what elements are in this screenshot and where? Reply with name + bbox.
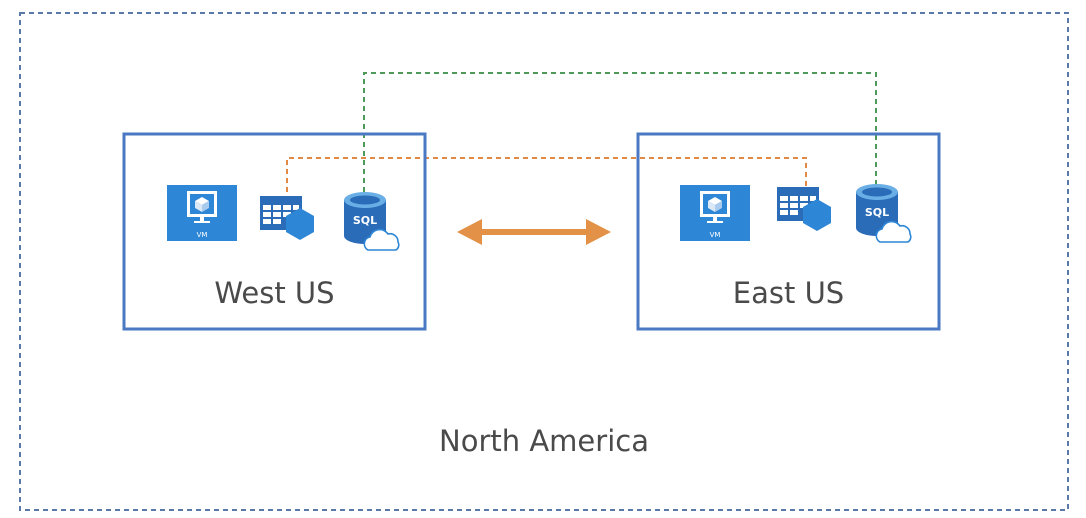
east-us-label: East US bbox=[732, 276, 845, 310]
north-america-label: North America bbox=[439, 424, 649, 458]
east-us-sql-database-icon: SQL bbox=[855, 183, 912, 243]
east-us-vm-caption: VM bbox=[710, 231, 721, 239]
west-us-table-storage-icon bbox=[260, 196, 314, 240]
east-us-table-storage-icon bbox=[777, 187, 831, 231]
west-us-sql-caption: SQL bbox=[353, 214, 377, 227]
sql-replication-connector bbox=[363, 72, 877, 192]
east-us-region-box bbox=[636, 132, 941, 331]
bidirectional-arrow-icon bbox=[457, 219, 611, 245]
west-us-region-box bbox=[122, 132, 427, 331]
west-us-sql-database-icon: SQL bbox=[343, 191, 400, 251]
west-us-vm-icon: VM bbox=[167, 185, 237, 241]
east-us-vm-icon: VM bbox=[680, 185, 750, 241]
west-us-label: West US bbox=[214, 276, 335, 310]
east-us-sql-caption: SQL bbox=[865, 206, 889, 219]
table-storage-replication-connector bbox=[286, 157, 807, 192]
north-america-region-border bbox=[19, 12, 1069, 511]
west-us-vm-caption: VM bbox=[197, 231, 208, 239]
